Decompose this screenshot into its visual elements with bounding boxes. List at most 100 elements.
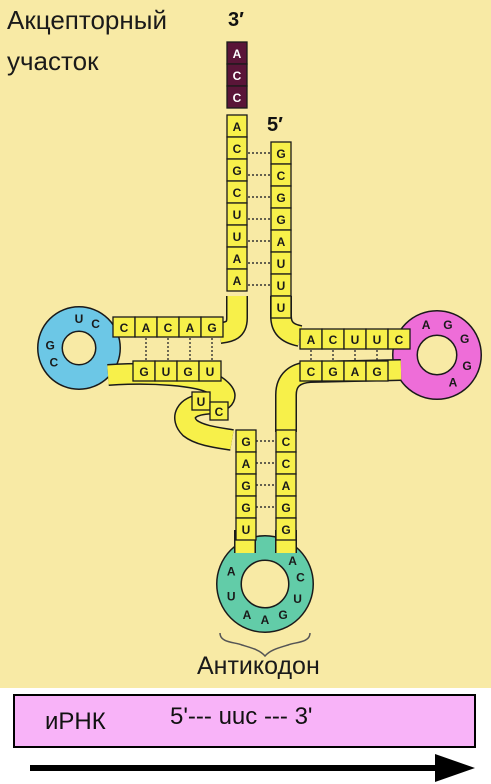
acceptor-end-nucleotide: C [227, 86, 247, 108]
svg-text:A: A [282, 479, 291, 493]
acceptor-stem-nucleotide: G [271, 142, 291, 164]
svg-text:A: A [351, 365, 360, 379]
d-loop-nucleotide: G [45, 338, 54, 352]
anticodon-stem-nucleotide: A [276, 474, 296, 496]
d-loop-nucleotide: C [91, 317, 100, 331]
svg-text:G: G [276, 213, 285, 227]
svg-text:C: C [277, 169, 286, 183]
svg-text:A: A [233, 252, 242, 266]
anticodon-label: Антикодон [197, 652, 320, 681]
svg-text:C: C [329, 333, 338, 347]
d-loop-nucleotide: U [75, 312, 84, 326]
svg-text:U: U [277, 279, 286, 293]
anticodon-loop-nucleotide: U [227, 589, 236, 603]
trna-diagram: .nt { font-family:"Liberation Sans", "De… [0, 0, 491, 688]
variable-loop-nucleotide: C [210, 402, 228, 420]
t-stem-nucleotide: C [388, 329, 410, 349]
svg-text:C: C [395, 333, 404, 347]
acceptor-label-line2: участок [7, 46, 98, 77]
t-stem-nucleotide: U [366, 329, 388, 349]
acceptor-stem-nucleotide: U [271, 274, 291, 296]
svg-text:G: G [276, 191, 285, 205]
t-loop-nucleotide: A [422, 318, 431, 332]
svg-text:G: G [372, 365, 381, 379]
anticodon-stem-nucleotide: C [276, 452, 296, 474]
acceptor-stem-nucleotide: U [271, 296, 291, 318]
acceptor-stem-nucleotide: U [271, 252, 291, 274]
d-stem-nucleotide: A [135, 317, 157, 337]
svg-text:C: C [282, 435, 291, 449]
svg-text:G: G [241, 435, 250, 449]
d-stem-nucleotide: G [177, 361, 199, 381]
mrna-label: иРНК [45, 708, 106, 736]
variable-loop-nucleotide: U [192, 392, 210, 410]
d-stem-nucleotide: A [179, 317, 201, 337]
anticodon-stem-nucleotide: G [276, 496, 296, 518]
svg-text:A: A [233, 274, 242, 288]
acceptor-stem-nucleotide: G [227, 159, 247, 181]
svg-text:U: U [277, 301, 286, 315]
five-prime-label: 5′ [267, 114, 283, 136]
anticodon-stem-nucleotide: C [276, 430, 296, 452]
svg-text:U: U [197, 395, 206, 409]
t-stem-nucleotide: G [322, 361, 344, 381]
svg-text:U: U [206, 365, 215, 379]
anticodon-loop-nucleotide: A [243, 608, 252, 622]
t-stem-nucleotide: A [300, 329, 322, 349]
anticodon-stem-nucleotide: U [236, 518, 256, 540]
svg-text:U: U [277, 257, 286, 271]
acceptor-stem-nucleotide: C [227, 181, 247, 203]
acceptor-stem-nucleotide: A [227, 247, 247, 269]
t-stem-nucleotide: C [300, 361, 322, 381]
svg-text:C: C [233, 69, 242, 83]
svg-text:C: C [233, 142, 242, 156]
svg-text:G: G [139, 365, 148, 379]
svg-text:A: A [277, 235, 286, 249]
svg-text:U: U [242, 523, 251, 537]
d-loop-nucleotide: C [50, 356, 59, 370]
acceptor-stem-nucleotide: G [271, 186, 291, 208]
d-stem-nucleotide: C [157, 317, 179, 337]
svg-text:C: C [233, 91, 242, 105]
svg-text:U: U [162, 365, 171, 379]
acceptor-stem-nucleotide: C [227, 137, 247, 159]
mrna-box: иРНК 5'--- uuc --- 3' [13, 694, 476, 748]
anticodon-loop-nucleotide: A [288, 554, 297, 568]
anticodon-stem-nucleotide: G [276, 518, 296, 540]
anticodon-loop-nucleotide: C [296, 571, 305, 585]
t-loop-nucleotide: G [462, 359, 471, 373]
svg-text:A: A [186, 321, 195, 335]
acceptor-stem-nucleotide: G [271, 208, 291, 230]
svg-text:G: G [281, 523, 290, 537]
acceptor-end-nucleotide: A [227, 42, 247, 64]
anticodon-loop-nucleotide: G [278, 608, 287, 622]
svg-text:A: A [233, 47, 242, 61]
svg-text:A: A [233, 120, 242, 134]
svg-text:C: C [307, 365, 316, 379]
svg-text:G: G [207, 321, 216, 335]
acceptor-stem-nucleotide: A [271, 230, 291, 252]
svg-text:C: C [164, 321, 173, 335]
anticodon-loop-nucleotide: A [261, 613, 270, 627]
acceptor-stem-nucleotide: U [227, 203, 247, 225]
anticodon-stem-nucleotide: G [236, 474, 256, 496]
svg-text:U: U [233, 208, 242, 222]
acceptor-stem-nucleotide: C [271, 164, 291, 186]
d-stem-nucleotide: U [155, 361, 177, 381]
acceptor-stem-nucleotide: A [227, 269, 247, 291]
t-loop-nucleotide: G [443, 318, 452, 332]
anticodon-stem-nucleotide: G [236, 496, 256, 518]
svg-text:U: U [373, 333, 382, 347]
t-loop-nucleotide: G [460, 332, 469, 346]
t-loop-nucleotide: A [449, 376, 458, 390]
anticodon-loop-nucleotide: A [227, 565, 236, 579]
svg-text:G: G [281, 501, 290, 515]
svg-text:G: G [328, 365, 337, 379]
svg-text:C: C [215, 405, 224, 419]
d-stem-nucleotide: U [199, 361, 221, 381]
acceptor-stem-nucleotide: A [227, 115, 247, 137]
anticodon-stem-nucleotide: G [236, 430, 256, 452]
anticodon-stem-nucleotide: A [236, 452, 256, 474]
svg-text:C: C [120, 321, 129, 335]
d-stem-nucleotide: C [113, 317, 135, 337]
